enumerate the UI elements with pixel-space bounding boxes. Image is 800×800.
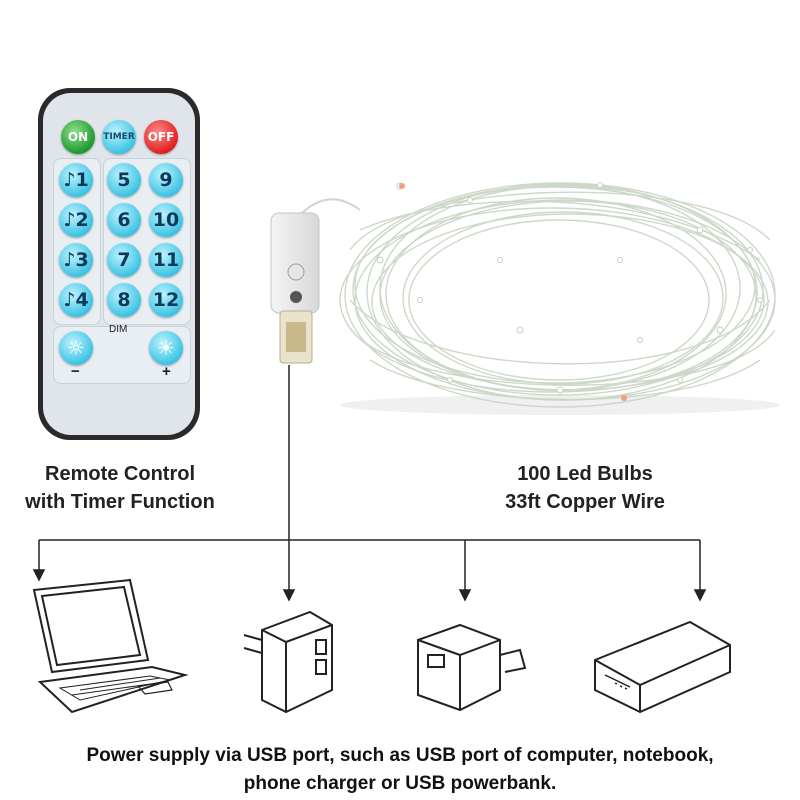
dim-label: DIM xyxy=(109,324,128,335)
plus-label: + xyxy=(162,363,171,380)
connection-lines xyxy=(32,365,707,602)
led-bulb-warm xyxy=(399,183,405,189)
remote-music1-button[interactable]: ♪1 xyxy=(59,163,93,197)
power-supply-caption-line1: Power supply via USB port, such as USB p… xyxy=(86,745,714,766)
remote-music3-button[interactable]: ♪3 xyxy=(59,243,93,277)
laptop-icon xyxy=(32,578,189,714)
power-supply-caption-line2: phone charger or USB powerbank. xyxy=(243,773,557,794)
remote-caption-line2: with Timer Function xyxy=(25,491,215,513)
remote-off-button[interactable]: OFF xyxy=(144,120,178,154)
lights-caption-line1: 100 Led Bulbs xyxy=(517,463,653,485)
remote-7-button[interactable]: 7 xyxy=(107,243,141,277)
remote-on-button[interactable]: ON xyxy=(61,120,95,154)
remote-10-button[interactable]: 10 xyxy=(149,203,183,237)
sun-icon: ☀ xyxy=(157,336,175,360)
minus-label: − xyxy=(71,363,80,380)
remote-9-button[interactable]: 9 xyxy=(149,163,183,197)
remote-dim-down-button[interactable]: ☼ xyxy=(59,331,93,365)
remote-6-button[interactable]: 6 xyxy=(107,203,141,237)
copper-wire-coil xyxy=(339,182,776,408)
usb-plug-adapter-icon xyxy=(417,623,527,712)
remote-timer-button[interactable]: TIMER xyxy=(102,120,136,154)
remote-5-button[interactable]: 5 xyxy=(107,163,141,197)
remote-face: ON TIMER OFF ♪1 ♪2 ♪3 ♪4 5 6 7 8 9 10 11… xyxy=(43,93,195,435)
lights-caption: 100 Led Bulbs 33ft Copper Wire xyxy=(485,460,685,516)
remote-music4-button[interactable]: ♪4 xyxy=(59,283,93,317)
led-bulb-warm xyxy=(621,395,627,401)
lead-wire xyxy=(299,198,361,216)
sun-icon: ☼ xyxy=(67,336,85,360)
lights-caption-line2: 33ft Copper Wire xyxy=(505,491,665,513)
remote-music2-button[interactable]: ♪2 xyxy=(59,203,93,237)
remote-control: ON TIMER OFF ♪1 ♪2 ♪3 ♪4 5 6 7 8 9 10 11… xyxy=(38,88,200,440)
controller-button xyxy=(287,263,305,281)
wall-charger-icon xyxy=(243,610,333,714)
ir-receiver xyxy=(290,291,302,303)
remote-dim-up-button[interactable]: ☀ xyxy=(149,331,183,365)
remote-8-button[interactable]: 8 xyxy=(107,283,141,317)
remote-12-button[interactable]: 12 xyxy=(149,283,183,317)
remote-caption-line1: Remote Control xyxy=(45,463,195,485)
power-bank-icon xyxy=(594,620,731,714)
led-bulbs xyxy=(376,182,763,394)
remote-caption: Remote Control with Timer Function xyxy=(20,460,220,516)
coil-shadow xyxy=(340,395,780,415)
remote-11-button[interactable]: 11 xyxy=(149,243,183,277)
usb-plug-contacts xyxy=(286,322,306,352)
